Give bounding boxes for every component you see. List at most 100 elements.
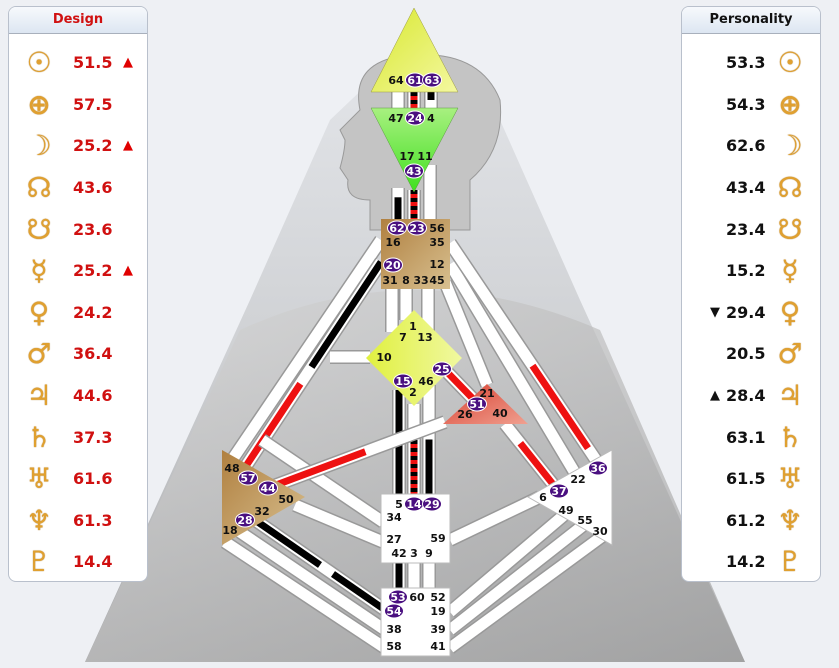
- channel-12-22[interactable]: [443, 260, 585, 482]
- design-row[interactable]: ☿25.2▲: [9, 250, 147, 292]
- gate-60[interactable]: 60: [409, 591, 425, 604]
- design-row[interactable]: ♄37.3: [9, 416, 147, 458]
- design-row[interactable]: ♅61.6: [9, 458, 147, 500]
- gate-35[interactable]: 35: [429, 236, 444, 249]
- gate-50[interactable]: 50: [278, 493, 294, 506]
- design-row[interactable]: ♂36.4: [9, 333, 147, 375]
- gate-19[interactable]: 19: [430, 605, 445, 618]
- channel-50-27[interactable]: [292, 498, 386, 549]
- gate-46[interactable]: 46: [418, 375, 434, 388]
- gate-21[interactable]: 21: [479, 387, 494, 400]
- head-center[interactable]: [370, 7, 459, 93]
- design-row[interactable]: ♀24.2: [9, 292, 147, 334]
- gate-20[interactable]: 20: [383, 257, 403, 273]
- gate-9[interactable]: 9: [425, 547, 433, 560]
- gate-64[interactable]: 64: [388, 74, 404, 87]
- gate-11[interactable]: 11: [417, 150, 432, 163]
- channel-32-54[interactable]: [251, 514, 389, 616]
- gate-7[interactable]: 7: [399, 331, 407, 344]
- gate-40[interactable]: 40: [492, 407, 508, 420]
- gate-55[interactable]: 55: [577, 514, 592, 527]
- personality-row[interactable]: 14.2♇: [682, 541, 820, 581]
- gate-48[interactable]: 48: [224, 462, 239, 475]
- gate-53[interactable]: 53: [388, 589, 408, 605]
- personality-row[interactable]: 23.4☋: [682, 208, 820, 250]
- solar-plexus-center[interactable]: [526, 449, 613, 546]
- gate-39[interactable]: 39: [430, 623, 445, 636]
- gate-63[interactable]: 63: [422, 72, 442, 88]
- gate-61[interactable]: 61: [405, 72, 425, 88]
- channel-34-57[interactable]: [258, 434, 387, 528]
- gate-17[interactable]: 17: [399, 150, 414, 163]
- gate-42[interactable]: 42: [391, 547, 406, 560]
- gate-45[interactable]: 45: [429, 274, 444, 287]
- gate-36[interactable]: 36: [588, 460, 608, 476]
- gate-59[interactable]: 59: [430, 532, 445, 545]
- gate-37[interactable]: 37: [549, 483, 569, 499]
- gate-3[interactable]: 3: [410, 547, 418, 560]
- gate-56[interactable]: 56: [429, 222, 445, 235]
- gate-25[interactable]: 25: [432, 361, 452, 377]
- design-row[interactable]: ♆61.3: [9, 500, 147, 542]
- gate-44[interactable]: 44: [258, 480, 278, 496]
- gate-41[interactable]: 41: [430, 640, 445, 653]
- gate-4[interactable]: 4: [427, 112, 435, 125]
- gate-38[interactable]: 38: [386, 623, 401, 636]
- design-row[interactable]: ♇14.4: [9, 541, 147, 581]
- personality-row[interactable]: 61.2♆: [682, 500, 820, 542]
- personality-row[interactable]: 61.5♅: [682, 458, 820, 500]
- gate-26[interactable]: 26: [457, 408, 473, 421]
- gate-23[interactable]: 23: [407, 220, 427, 236]
- gate-33[interactable]: 33: [413, 274, 428, 287]
- gate-14[interactable]: 14: [404, 496, 424, 512]
- channel-41-30[interactable]: [445, 526, 613, 654]
- gate-16[interactable]: 16: [385, 236, 401, 249]
- gate-15[interactable]: 15: [393, 373, 413, 389]
- gate-43[interactable]: 43: [404, 163, 424, 179]
- gate-57[interactable]: 57: [238, 470, 258, 486]
- gate-49[interactable]: 49: [558, 504, 573, 517]
- gate-8[interactable]: 8: [402, 274, 410, 287]
- gate-5[interactable]: 5: [395, 498, 403, 511]
- channel-35-36[interactable]: [444, 239, 606, 470]
- gate-52[interactable]: 52: [430, 591, 445, 604]
- design-row[interactable]: ☽25.2▲: [9, 125, 147, 167]
- channel-18-58[interactable]: [221, 536, 389, 654]
- gate-10[interactable]: 10: [376, 351, 392, 364]
- design-row[interactable]: ☋23.6: [9, 208, 147, 250]
- design-row[interactable]: ⊕57.5: [9, 84, 147, 126]
- personality-row[interactable]: ▼29.4♀: [682, 292, 820, 334]
- gate-18[interactable]: 18: [222, 524, 237, 537]
- gate-30[interactable]: 30: [592, 525, 608, 538]
- personality-row[interactable]: 62.6☽: [682, 125, 820, 167]
- design-row[interactable]: ☉51.5▲: [9, 42, 147, 84]
- gate-27[interactable]: 27: [386, 533, 401, 546]
- ajna-center[interactable]: [370, 107, 459, 193]
- gate-31[interactable]: 31: [382, 274, 397, 287]
- personality-row[interactable]: 15.2☿: [682, 250, 820, 292]
- personality-row[interactable]: 43.4☊: [682, 167, 820, 209]
- gate-58[interactable]: 58: [386, 640, 401, 653]
- channel-19-49[interactable]: [445, 504, 575, 618]
- gate-28[interactable]: 28: [235, 512, 255, 528]
- gate-34[interactable]: 34: [386, 511, 402, 524]
- gate-2[interactable]: 2: [409, 386, 417, 399]
- personality-row[interactable]: 54.3⊕: [682, 84, 820, 126]
- gate-13[interactable]: 13: [417, 331, 432, 344]
- gate-32[interactable]: 32: [254, 505, 269, 518]
- gate-1[interactable]: 1: [409, 320, 417, 333]
- gate-47[interactable]: 47: [388, 112, 403, 125]
- channel-40-37[interactable]: [499, 419, 562, 493]
- personality-row[interactable]: 53.3☉: [682, 42, 820, 84]
- gate-54[interactable]: 54: [384, 603, 404, 619]
- personality-row[interactable]: 20.5♂: [682, 333, 820, 375]
- channel-26-44[interactable]: [265, 415, 448, 495]
- gate-51[interactable]: 51: [467, 396, 487, 412]
- channel-16-48[interactable]: [226, 236, 387, 464]
- gate-12[interactable]: 12: [429, 258, 444, 271]
- gate-29[interactable]: 29: [422, 496, 442, 512]
- channel-21-45[interactable]: [438, 279, 494, 388]
- channel-39-55[interactable]: [445, 514, 595, 636]
- gate-6[interactable]: 6: [539, 491, 547, 504]
- gate-62[interactable]: 62: [387, 220, 407, 236]
